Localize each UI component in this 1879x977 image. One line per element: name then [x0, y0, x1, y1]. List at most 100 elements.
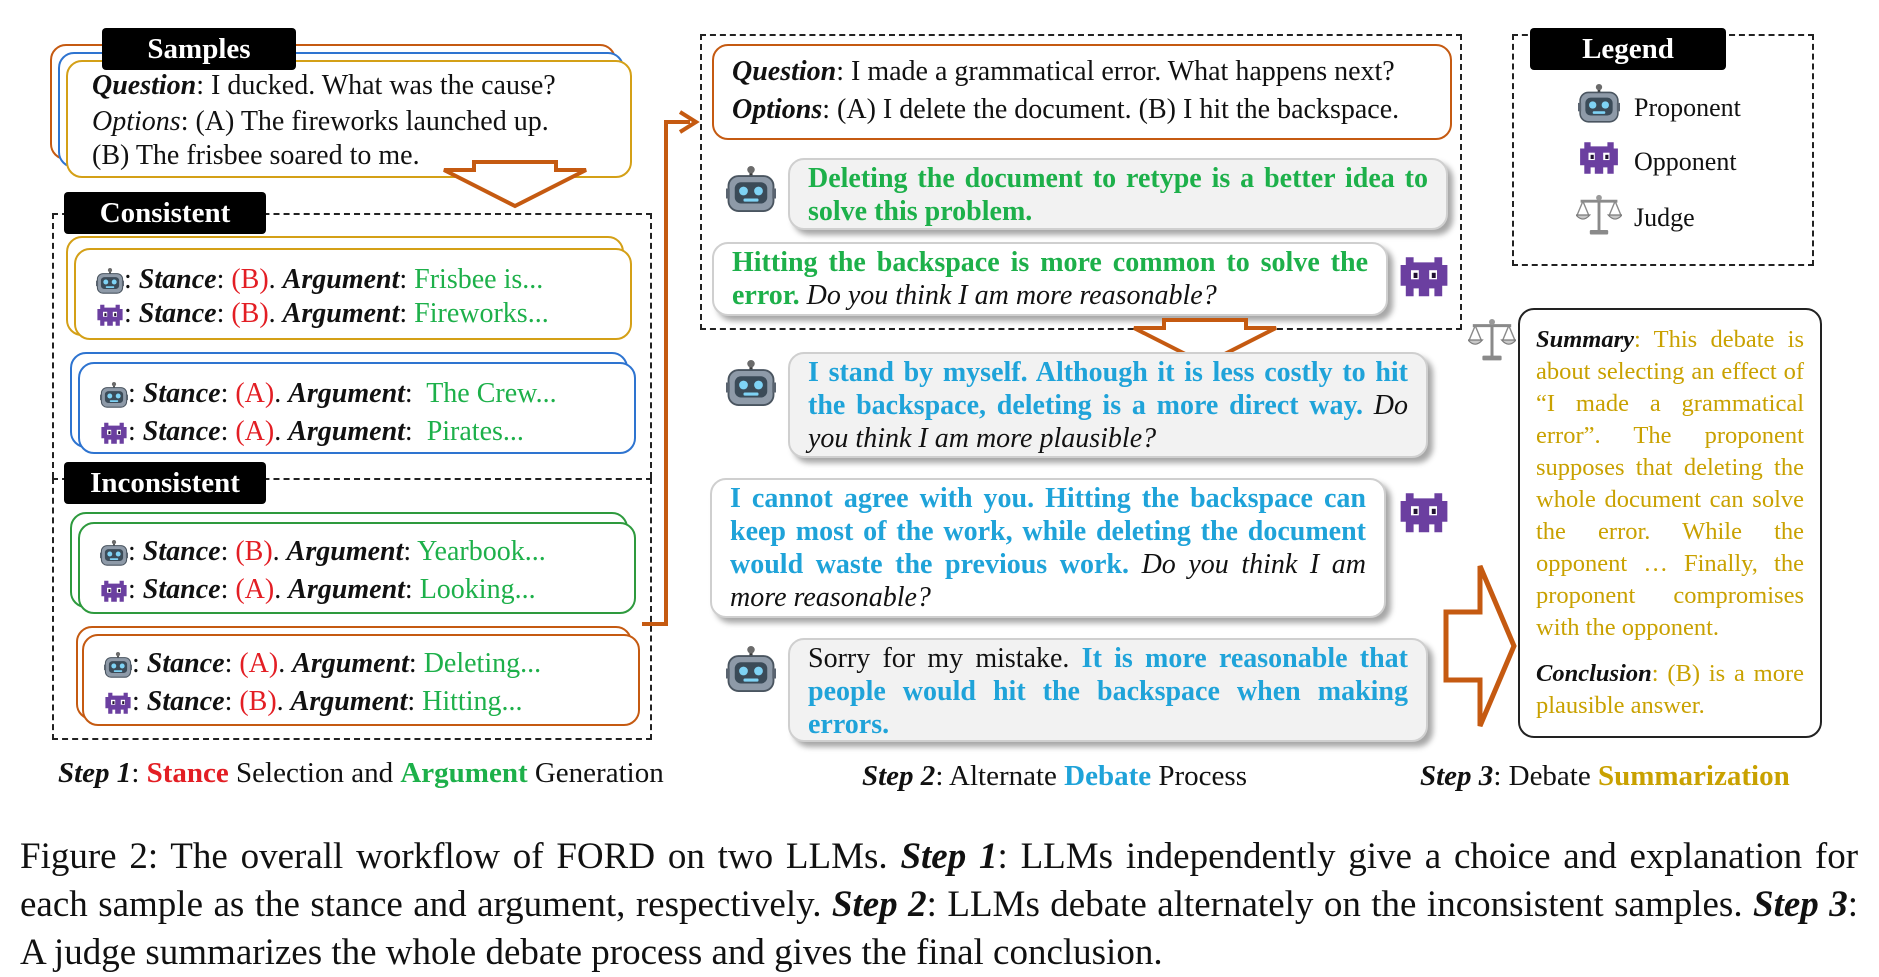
- debate-message-1: Deleting the document to retype is a bet…: [788, 158, 1448, 230]
- stance-value: (A): [235, 574, 275, 605]
- argument-label: Argument: [292, 648, 409, 679]
- conclusion-text: : (B) is a more plausible answer.: [1536, 660, 1804, 719]
- question-text: : I made a grammatical error. What happe…: [836, 56, 1395, 87]
- debate-message-3: I stand by myself. Although it is less c…: [788, 352, 1428, 458]
- argument-label: Argument: [288, 378, 405, 409]
- robot-icon: [726, 360, 776, 407]
- stance-label: Stance: [138, 298, 217, 329]
- argument-label: Argument: [288, 416, 405, 447]
- argument-value: Fireworks...: [414, 298, 549, 329]
- pair-row: : Stance: (B). Argument: Frisbee is...: [96, 264, 543, 296]
- legend-item-proponent: Proponent: [1634, 93, 1741, 122]
- inconsistent-card-1: : Stance: (B). Argument: Yearbook... : S…: [78, 522, 636, 614]
- step3-caption: Step 3: Debate Summarization: [1420, 760, 1790, 792]
- inconsistent-card-2: : Stance: (A). Argument: Deleting... : S…: [82, 634, 640, 726]
- scale-icon: [1576, 193, 1622, 236]
- stance-value: (B): [235, 536, 273, 567]
- argument-label: Argument: [282, 264, 400, 295]
- question-label: Question: [92, 70, 197, 101]
- debate-message-2: Hitting the backspace is more common to …: [712, 242, 1388, 316]
- inconsistent-tag: Inconsistent: [64, 462, 266, 504]
- summary-text: : This debate is about selecting an effe…: [1536, 326, 1804, 641]
- inconsistent-region: [52, 478, 652, 740]
- consistent-card-1: : Stance: (B). Argument: Frisbee is... :…: [74, 248, 632, 340]
- argument-value: Frisbee is...: [414, 264, 544, 295]
- stance-value: (B): [231, 264, 269, 295]
- options-label: Options: [92, 106, 181, 137]
- monster-icon: [1400, 493, 1448, 533]
- argument-label: Argument: [288, 574, 405, 605]
- debate-message-4: I cannot agree with you. Hitting the bac…: [710, 478, 1386, 618]
- step2-question-card: Question: I made a grammatical error. Wh…: [712, 44, 1452, 140]
- robot-icon: [1578, 84, 1620, 124]
- stance-label: Stance: [146, 648, 225, 679]
- debate-message-5: Sorry for my mistake. It is more reasona…: [788, 638, 1428, 742]
- right-arrow-icon: [1443, 565, 1517, 727]
- stance-label: Stance: [142, 416, 221, 447]
- samples-tag: Samples: [102, 28, 296, 70]
- options-text-2: (B) The frisbee soared to me.: [92, 140, 420, 171]
- argument-label: Argument: [282, 298, 400, 329]
- robot-icon: [100, 381, 128, 408]
- pair-row: : Stance: (A). Argument: The Crew...: [100, 378, 557, 410]
- down-arrow-icon: [443, 160, 587, 209]
- stance-value: (A): [235, 378, 275, 409]
- monster-icon: [101, 580, 127, 602]
- stance-label: Stance: [142, 536, 221, 567]
- stance-label: Stance: [142, 574, 221, 605]
- pair-row: : Stance: (A). Argument: Pirates...: [100, 416, 524, 448]
- step2-dashed-region: [700, 34, 1462, 330]
- step1-caption: Step 1: Stance Selection and Argument Ge…: [58, 757, 664, 789]
- sample-card: Question: I ducked. What was the cause? …: [66, 60, 632, 178]
- consistent-tag: Consistent: [64, 192, 266, 234]
- stance-value: (B): [231, 298, 269, 329]
- pair-row: : Stance: (A). Argument: Looking...: [100, 574, 536, 606]
- question-text: : I ducked. What was the cause?: [196, 70, 556, 101]
- question-label: Question: [732, 56, 837, 87]
- options-text: : (A) I delete the document. (B) I hit t…: [822, 94, 1400, 125]
- summary-card: Summary: This debate is about selecting …: [1518, 308, 1822, 738]
- argument-value: Deleting...: [423, 648, 542, 679]
- conclusion-label: Conclusion: [1536, 660, 1652, 687]
- options-text: : (A) The fireworks launched up.: [180, 106, 549, 137]
- figure-caption: Figure 2: The overall workflow of FORD o…: [20, 836, 1859, 973]
- argument-value: The Crew...: [426, 378, 557, 409]
- summary-label: Summary: [1536, 326, 1635, 353]
- monster-icon: [1580, 142, 1618, 174]
- options-label: Options: [732, 94, 823, 125]
- step2-caption: Step 2: Alternate Debate Process: [862, 760, 1247, 792]
- pair-row: : Stance: (B). Argument: Fireworks...: [96, 298, 549, 330]
- monster-icon: [1400, 257, 1448, 297]
- stance-value: (B): [239, 686, 277, 717]
- connector-arrow-icon: [642, 110, 700, 626]
- robot-icon: [96, 267, 124, 294]
- monster-icon: [97, 304, 123, 326]
- consistent-region: [52, 213, 652, 478]
- robot-icon: [726, 166, 776, 213]
- argument-value: Hitting...: [422, 686, 523, 717]
- down-arrow-icon: [1133, 318, 1277, 367]
- robot-icon: [726, 646, 776, 693]
- stance-label: Stance: [138, 264, 217, 295]
- legend-item-opponent: Opponent: [1634, 147, 1737, 176]
- stance-label: Stance: [142, 378, 221, 409]
- stance-label: Stance: [146, 686, 225, 717]
- consistent-card-2: : Stance: (A). Argument: The Crew... : S…: [78, 362, 636, 454]
- argument-label: Argument: [286, 536, 404, 567]
- legend-tag: Legend: [1530, 28, 1726, 70]
- pair-row: : Stance: (B). Argument: Hitting...: [104, 686, 523, 718]
- pair-row: : Stance: (B). Argument: Yearbook...: [100, 536, 546, 568]
- monster-icon: [101, 422, 127, 444]
- stance-value: (A): [235, 416, 275, 447]
- argument-value: Yearbook...: [417, 536, 546, 567]
- argument-label: Argument: [290, 686, 408, 717]
- robot-icon: [100, 539, 128, 566]
- legend-item-judge: Judge: [1634, 203, 1695, 232]
- robot-icon: [104, 651, 132, 678]
- scale-icon: [1468, 317, 1516, 362]
- argument-value: Looking...: [419, 574, 536, 605]
- argument-value: Pirates...: [426, 416, 524, 447]
- monster-icon: [105, 692, 131, 714]
- pair-row: : Stance: (A). Argument: Deleting...: [104, 648, 541, 680]
- stance-value: (A): [239, 648, 279, 679]
